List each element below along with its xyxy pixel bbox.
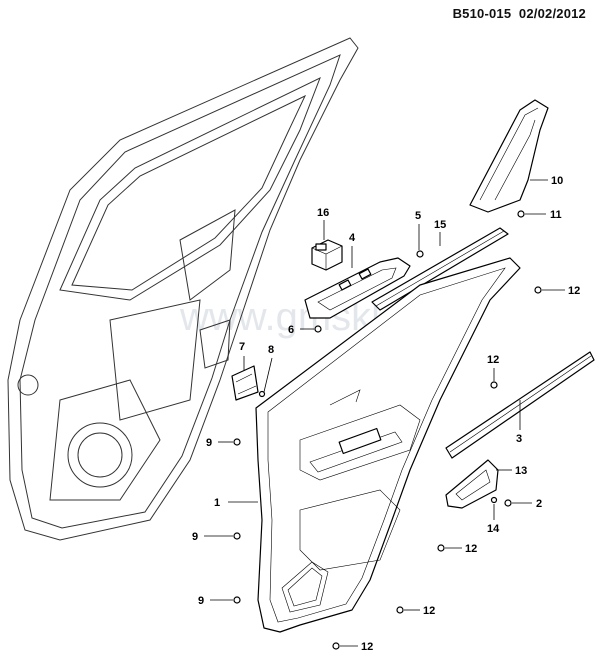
part-7-bracket — [231, 365, 259, 401]
part-12-clip-d — [396, 606, 404, 614]
callout-10: 10 — [551, 175, 563, 187]
callout-9c: 9 — [198, 595, 204, 607]
callout-16: 16 — [317, 207, 329, 219]
callout-12e: 12 — [361, 641, 373, 653]
callout-labels: 1 2 3 4 5 6 7 8 9 9 9 10 11 12 12 12 12 … — [192, 175, 580, 653]
part-1-door-trim-panel — [255, 257, 521, 633]
callout-12c: 12 — [465, 543, 477, 555]
callout-12b: 12 — [487, 354, 499, 366]
part-14-clip — [490, 496, 498, 504]
callout-7: 7 — [239, 341, 245, 353]
callout-8: 8 — [268, 344, 274, 356]
part-2-screw — [504, 499, 512, 507]
part-5-screw — [416, 250, 424, 258]
callout-9b: 9 — [192, 531, 198, 543]
part-12-clip-e — [332, 642, 340, 650]
leader-lines — [204, 179, 565, 647]
diagram-code: B510-015 — [452, 6, 512, 21]
callout-5: 5 — [415, 210, 421, 222]
door-shell — [7, 37, 359, 541]
callout-6: 6 — [288, 324, 294, 336]
diagram-header: B510-015 02/02/2012 — [453, 6, 586, 21]
callout-4: 4 — [349, 232, 356, 244]
part-9-clip-b — [233, 532, 241, 540]
part-12-clip-b — [490, 381, 498, 389]
callout-12d: 12 — [423, 605, 435, 617]
callout-11: 11 — [550, 209, 562, 221]
part-16-switch — [311, 239, 343, 271]
part-6-screw — [314, 325, 322, 333]
part-15-weatherstrip — [371, 227, 509, 311]
part-4-switch-panel — [304, 257, 411, 319]
callout-13: 13 — [515, 465, 527, 477]
callout-9a: 9 — [206, 437, 212, 449]
callout-12a: 12 — [568, 285, 580, 297]
callout-14: 14 — [487, 523, 500, 535]
part-12-clip-a — [534, 286, 542, 294]
callout-3: 3 — [516, 433, 522, 445]
callout-2: 2 — [536, 498, 542, 510]
part-11-clip — [517, 210, 525, 218]
part-9-clip-a — [233, 438, 241, 446]
part-9-clip-c — [233, 596, 241, 604]
part-12-clip-c — [437, 544, 445, 552]
part-13-inner-handle — [445, 459, 499, 509]
diagram-date: 02/02/2012 — [518, 6, 586, 21]
callout-15: 15 — [434, 219, 446, 231]
callout-1: 1 — [214, 497, 220, 509]
part-10-upper-trim — [469, 99, 549, 213]
part-8-screw — [258, 390, 266, 398]
